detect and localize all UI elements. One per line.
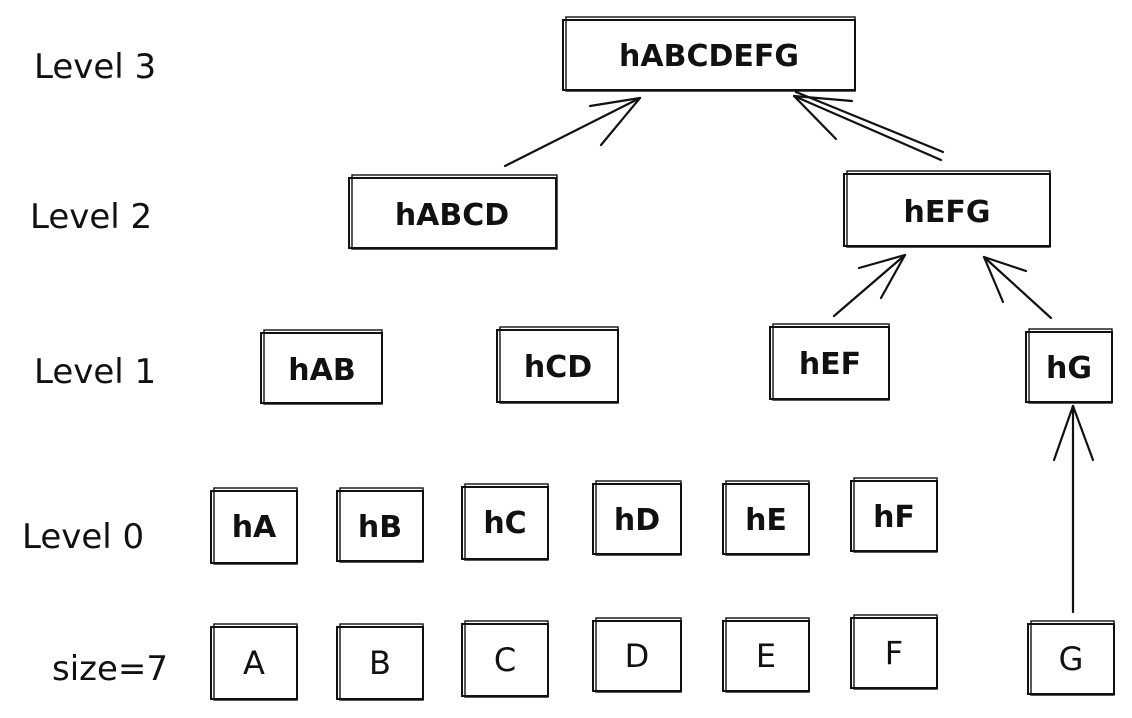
- node-label: hF: [873, 500, 915, 535]
- node-label: hABCDEFG: [619, 39, 799, 74]
- row-label-level-1: Level 1: [34, 352, 156, 392]
- leaf-d: D: [592, 617, 682, 693]
- node-hg: hG: [1025, 328, 1113, 404]
- row-label-level-3: Level 3: [34, 47, 156, 87]
- node-hcd: hCD: [496, 326, 619, 404]
- node-hefg: hEFG: [843, 170, 1051, 248]
- node-hf: hF: [850, 477, 938, 553]
- arrow-hg-to-hefg: [982, 255, 1053, 320]
- node-hb: hB: [336, 487, 424, 563]
- node-label: hABCD: [395, 198, 509, 233]
- leaf-e: E: [722, 617, 810, 693]
- node-label: hD: [614, 503, 660, 538]
- node-hd: hD: [592, 480, 682, 556]
- node-label: hG: [1046, 351, 1092, 386]
- node-label: hEF: [799, 347, 861, 382]
- node-label: hA: [232, 510, 277, 545]
- leaf-label: E: [756, 637, 776, 675]
- leaf-f: F: [850, 614, 938, 690]
- leaf-label: D: [625, 637, 650, 675]
- leaf-label: C: [494, 641, 516, 679]
- row-label-size: size=7: [52, 649, 168, 689]
- node-hef: hEF: [769, 323, 890, 401]
- node-label: hB: [358, 510, 402, 545]
- leaf-c: C: [461, 620, 549, 698]
- leaf-label: G: [1059, 640, 1084, 678]
- row-label-level-2: Level 2: [30, 197, 152, 237]
- arrow-hefg-to-habcdefg: [792, 90, 945, 162]
- arrow-g-to-hg: [1052, 404, 1095, 614]
- node-label: hCD: [524, 350, 592, 385]
- row-label-level-0: Level 0: [22, 517, 144, 557]
- arrow-habcd-to-habcdefg: [503, 96, 642, 168]
- node-habcdefg: hABCDEFG: [562, 16, 856, 92]
- leaf-b: B: [336, 623, 424, 701]
- node-he: hE: [722, 480, 810, 556]
- node-label: hC: [483, 506, 526, 541]
- node-label: hAB: [288, 353, 355, 388]
- node-hab: hAB: [260, 329, 383, 405]
- leaf-label: A: [243, 644, 265, 682]
- node-ha: hA: [210, 487, 298, 565]
- leaf-label: B: [369, 644, 391, 682]
- leaf-g: G: [1027, 620, 1115, 696]
- node-label: hE: [745, 503, 787, 538]
- leaf-a: A: [210, 623, 298, 701]
- arrow-hef-to-hefg: [832, 253, 907, 318]
- leaf-label: F: [885, 634, 903, 672]
- node-habcd: hABCD: [348, 174, 558, 250]
- node-label: hEFG: [904, 195, 991, 230]
- node-hc: hC: [461, 483, 549, 561]
